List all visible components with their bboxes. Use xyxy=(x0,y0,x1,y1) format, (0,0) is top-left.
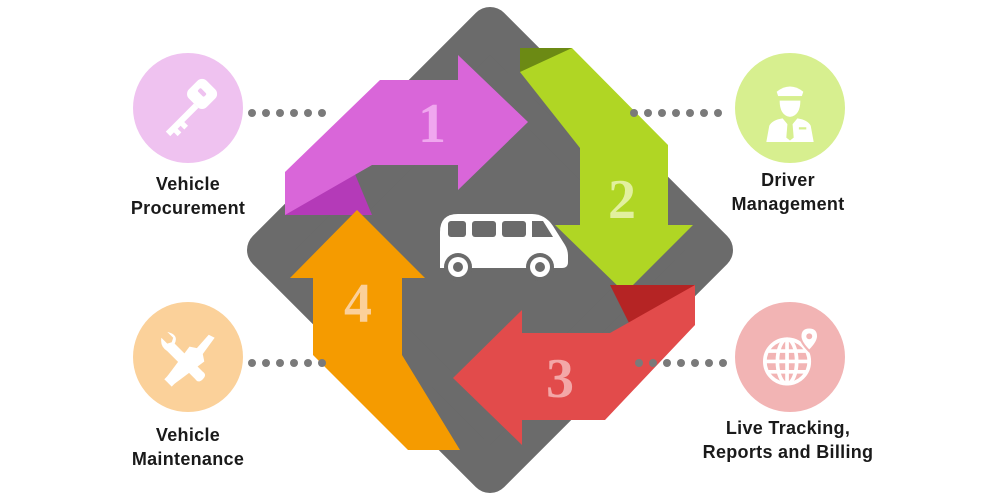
driver-icon xyxy=(766,86,814,143)
wrench-screwdriver-icon xyxy=(161,331,215,387)
badge-driver-management xyxy=(735,53,845,163)
label-driver-management: Driver Management xyxy=(731,170,845,214)
connector-dots-3 xyxy=(635,359,727,367)
van-icon xyxy=(440,214,568,281)
arrow-step-1: 1 xyxy=(285,55,528,215)
key-icon xyxy=(165,78,218,137)
step-number-3: 3 xyxy=(546,348,574,410)
step-number-4: 4 xyxy=(344,273,372,335)
badge-live-tracking xyxy=(735,302,845,412)
connector-dots-4 xyxy=(248,359,326,367)
label-vehicle-maintenance: Vehicle Maintenance xyxy=(131,425,245,469)
badge-vehicle-maintenance xyxy=(133,302,243,412)
arrow-step-4: 4 xyxy=(290,210,460,450)
connector-dots-2 xyxy=(630,109,722,117)
arrow-step-2: 2 xyxy=(520,48,693,293)
arrow-step-3: 3 xyxy=(453,285,695,445)
step-number-2: 2 xyxy=(608,169,636,231)
label-live-tracking: Live Tracking, Reports and Billing xyxy=(702,418,874,462)
globe-location-icon xyxy=(762,326,820,386)
step-number-1: 1 xyxy=(418,93,446,155)
badge-vehicle-procurement xyxy=(133,53,243,163)
label-vehicle-procurement: Vehicle Procurement xyxy=(130,174,246,218)
connector-dots-1 xyxy=(248,109,326,117)
